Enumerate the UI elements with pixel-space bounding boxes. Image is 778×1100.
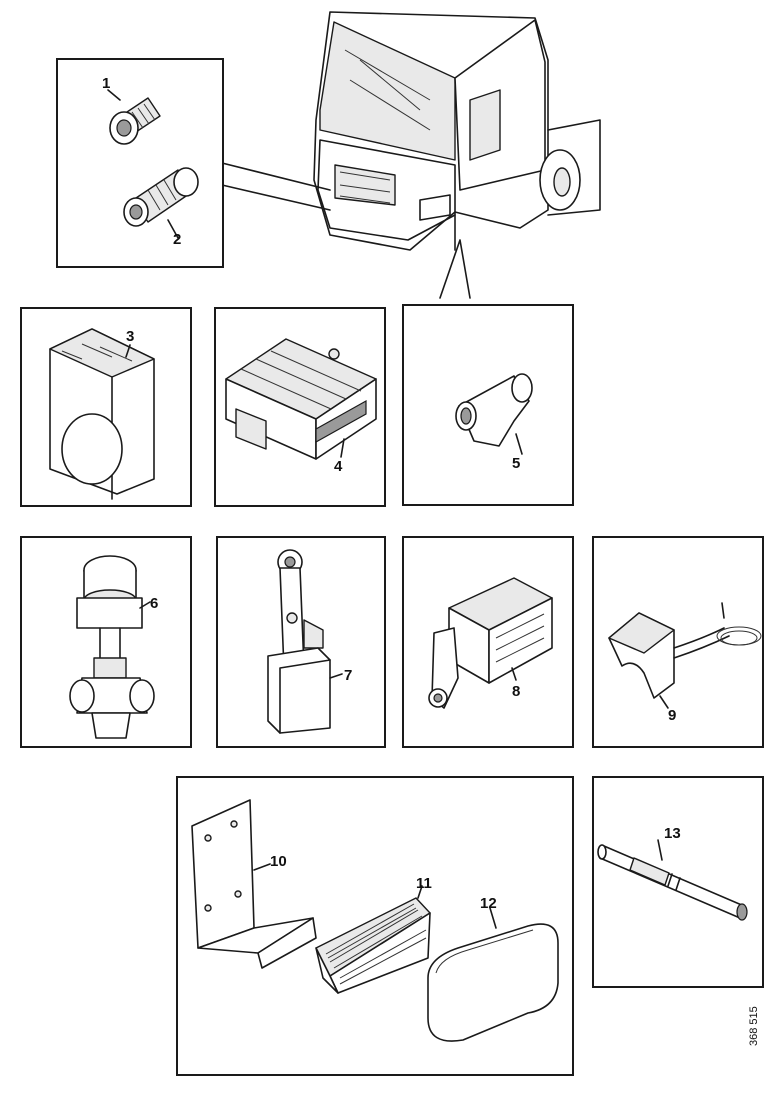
panel-item-8: 8 [402,536,574,748]
label-5: 5 [512,455,521,472]
label-6: 6 [150,595,159,612]
relay-module-icon [225,338,377,460]
panel-item-9: 9 [592,536,764,748]
panel-items-1-2: 1 2 [56,58,224,268]
panel-item-5: 5 [402,304,574,506]
panel-items-10-12: 10 11 12 [176,776,574,1076]
cable-sleeve-icon [597,839,748,921]
label-8: 8 [512,683,521,700]
label-13: 13 [664,825,681,842]
label-2: 2 [173,231,182,248]
label-9: 9 [668,707,677,724]
bracket-and-cases-icon [191,799,559,1042]
label-12: 12 [480,895,497,912]
roller-switch-icon [428,577,553,709]
limit-switch-icon [267,549,343,734]
label-4: 4 [334,458,343,475]
valve-icon [69,555,155,739]
sensor-housing-icon [49,328,155,500]
panel-item-7: 7 [216,536,386,748]
label-3: 3 [126,328,135,345]
document-id: 368 515 [748,1006,760,1046]
label-1: 1 [102,75,111,92]
connector-icon [107,89,199,239]
label-7: 7 [344,667,353,684]
label-11: 11 [416,875,432,892]
panel-item-4: 4 [214,307,386,507]
sensor-cable-icon [608,602,762,709]
label-10: 10 [270,853,287,870]
panel-item-3: 3 [20,307,192,507]
tee-fitting-icon [455,373,533,455]
panel-item-6: 6 [20,536,192,748]
truck-cab-illustration [221,11,601,299]
panel-item-13: 13 [592,776,764,988]
